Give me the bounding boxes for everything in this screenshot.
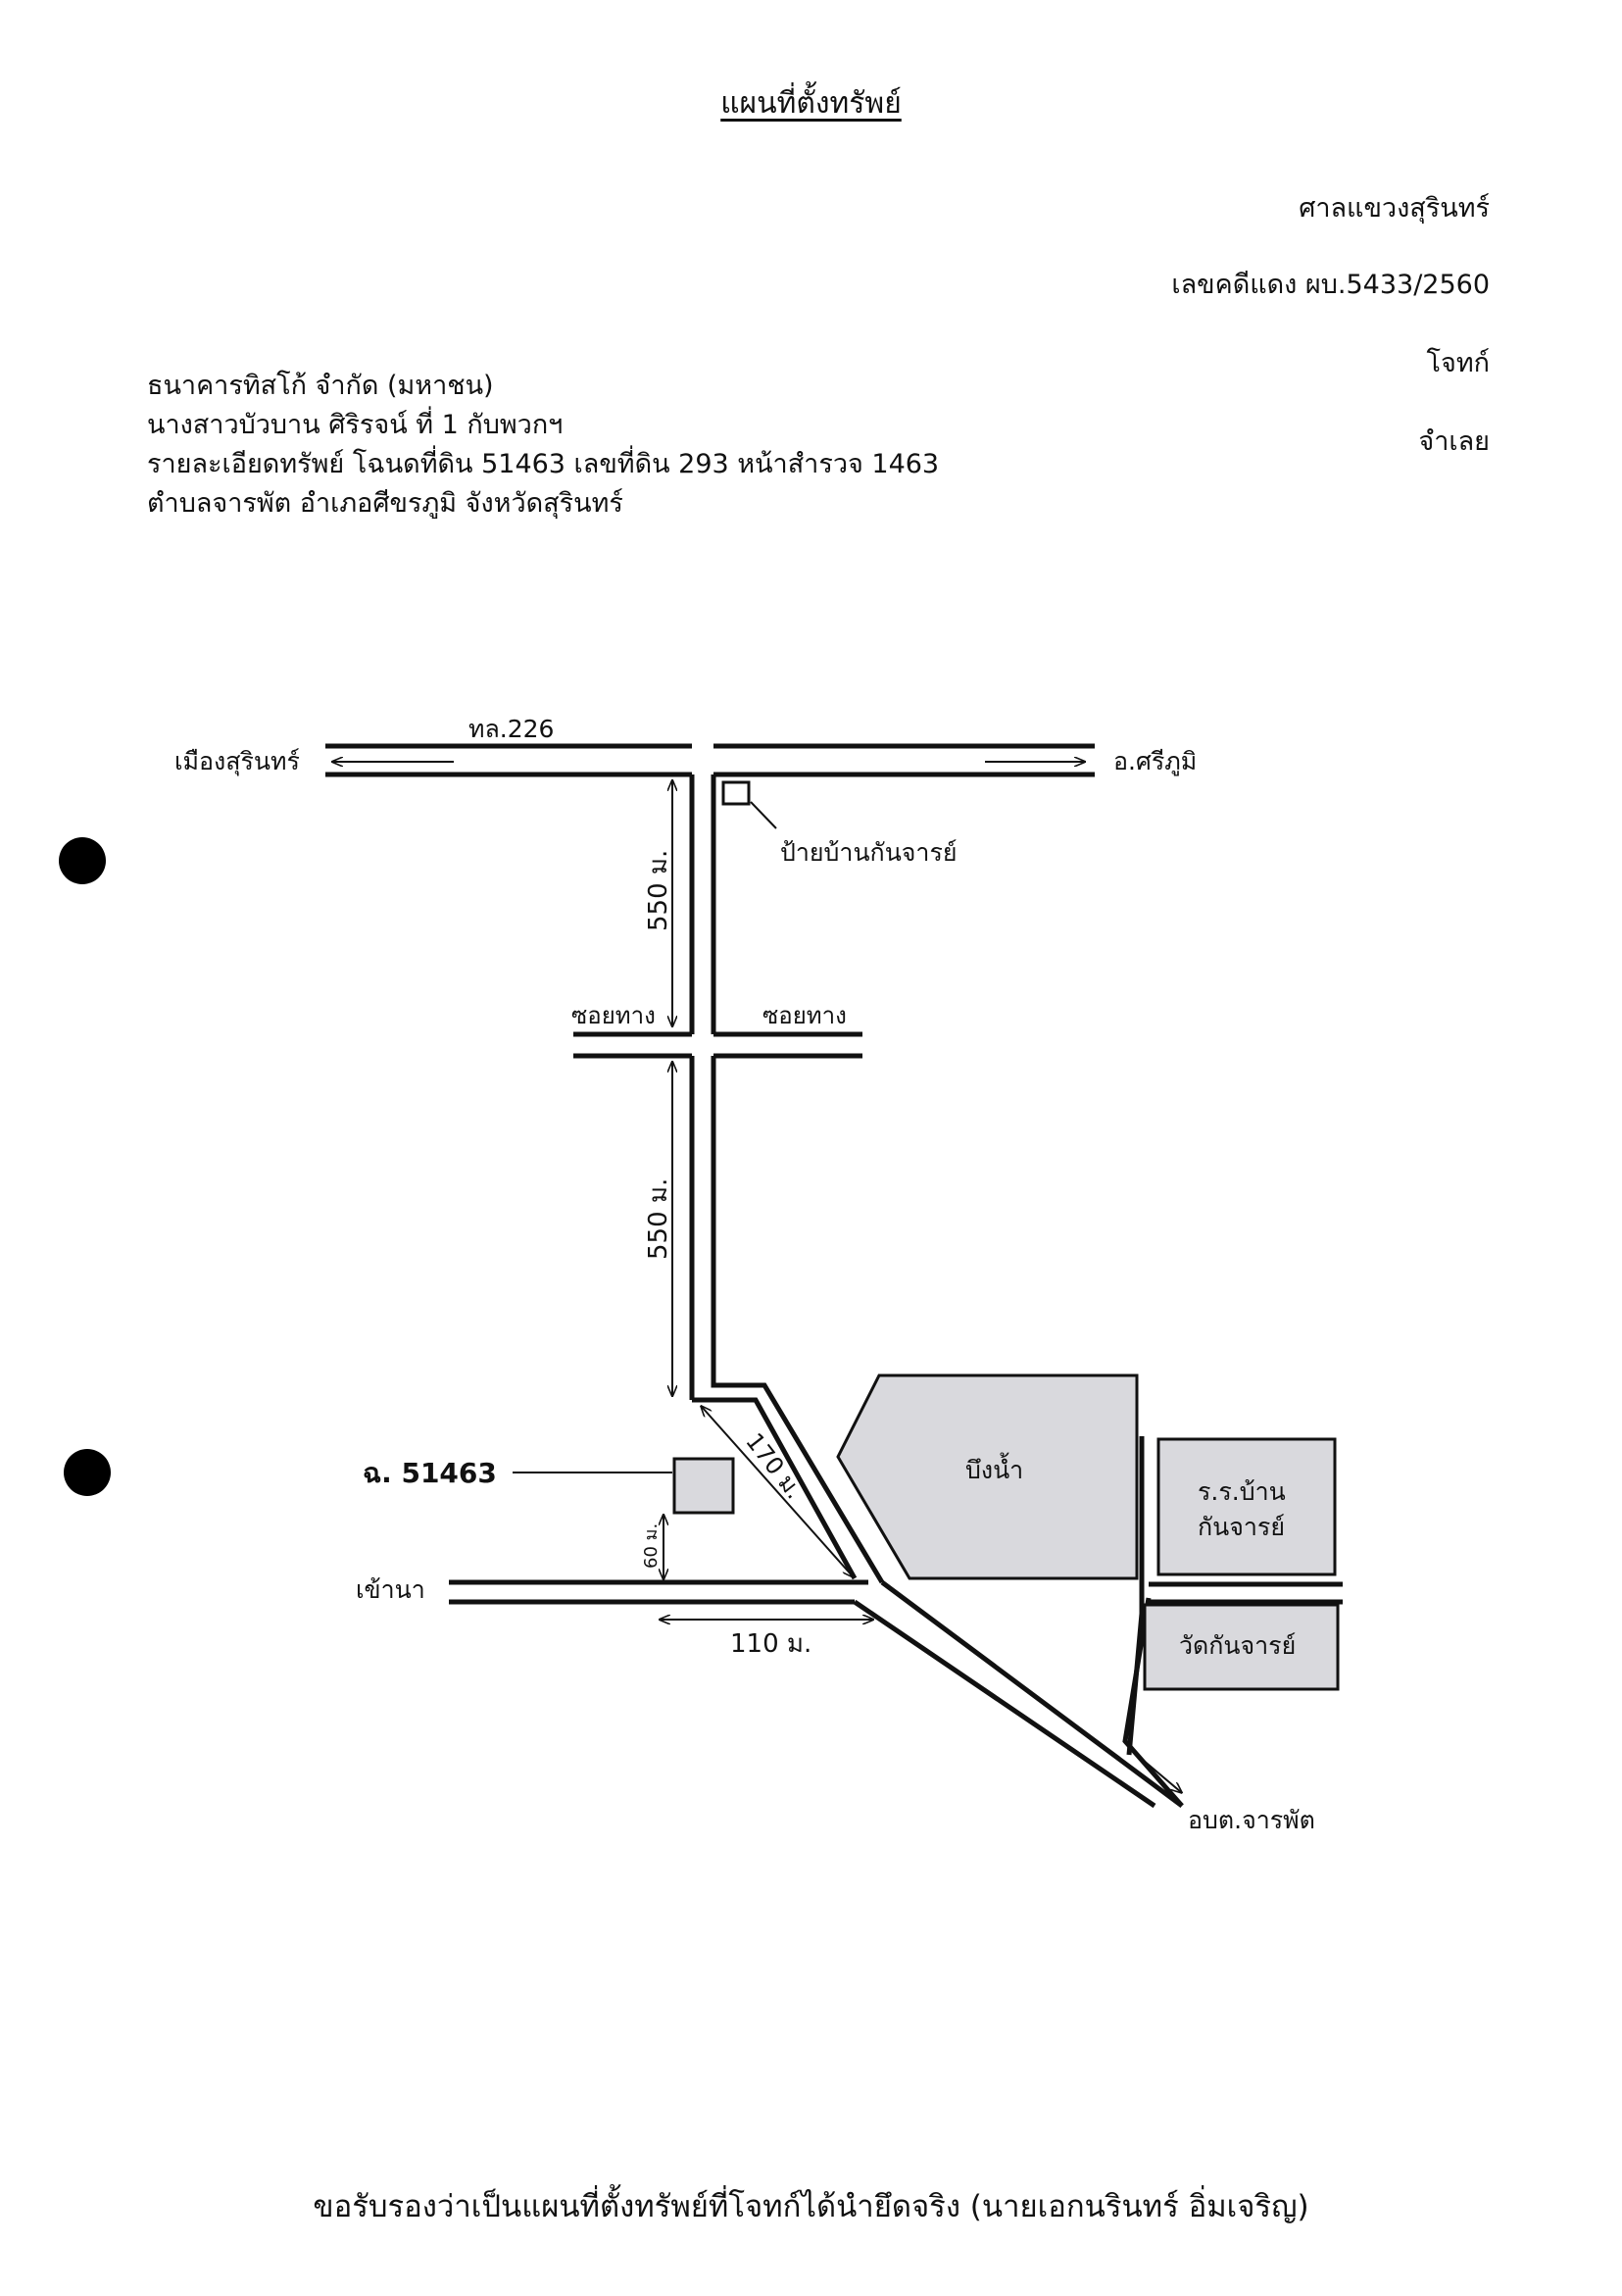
school-label-line2: กันจารย์ <box>1198 1513 1285 1541</box>
sign-marker <box>721 780 751 806</box>
field-label: เข้านา <box>356 1575 425 1604</box>
defendant-label: จำเลย <box>1418 426 1490 457</box>
highway-label: ทล.226 <box>468 715 554 743</box>
pond-label: บึงน้ำ <box>965 1452 1023 1484</box>
property-parcel <box>672 1457 735 1515</box>
property-detail: รายละเอียดทรัพย์ โฉนดที่ดิน 51463 เลขที่… <box>147 449 940 479</box>
school-building <box>1156 1437 1337 1576</box>
distance-label-60: 60 ม. <box>641 1523 662 1569</box>
soi-right-label: ซอยทาง <box>762 1002 847 1029</box>
plaintiff-name: ธนาคารทิสโก้ จำกัด (มหาชน) <box>147 371 494 401</box>
property-location: ตำบลจารพัต อำเภอศีขรภูมิ จังหวัดสุรินทร์ <box>147 488 623 519</box>
dim-170 <box>702 1407 853 1576</box>
certification-text: ขอรับรองว่าเป็นแผนที่ตั้งทรัพย์ที่โจทก์ไ… <box>313 2189 1309 2224</box>
west-label: เมืองสุรินทร์ <box>174 747 300 776</box>
page-title: แผนที่ตั้งทรัพย์ <box>720 86 902 121</box>
sao-label: อบต.จารพัต <box>1188 1806 1315 1834</box>
school-label-line1: ร.ร.บ้าน <box>1198 1477 1286 1506</box>
temple-label: วัดกันจารย์ <box>1179 1631 1296 1660</box>
sao-road <box>853 1579 1184 1809</box>
case-number: เลขคดีแดง ผบ.5433/2560 <box>1171 270 1490 300</box>
right-road <box>1122 1436 1343 1808</box>
punch-hole <box>59 837 106 884</box>
court-name: ศาลแขวงสุรินทร์ <box>1299 193 1490 224</box>
soi-left-label: ซอยทาง <box>571 1002 656 1029</box>
sign-label: ป้ายบ้านกันจารย์ <box>780 838 958 867</box>
temple-building <box>1143 1603 1340 1691</box>
field-road <box>449 1579 868 1605</box>
plaintiff-label: โจทก์ <box>1426 348 1490 378</box>
east-label: อ.ศรีภูมิ <box>1113 747 1197 776</box>
punch-hole <box>64 1449 111 1496</box>
distance-label-1: 550 ม. <box>644 850 673 931</box>
distance-label-110: 110 ม. <box>730 1629 811 1659</box>
distance-label-2: 550 ม. <box>644 1178 673 1260</box>
defendant-name: นางสาวบัวบาน ศิริรจน์ ที่ 1 กับพวกฯ <box>147 410 564 440</box>
highway-road <box>325 743 1095 777</box>
cross-soi-road <box>573 1031 862 1059</box>
deed-label: ฉ. 51463 <box>363 1457 497 1489</box>
